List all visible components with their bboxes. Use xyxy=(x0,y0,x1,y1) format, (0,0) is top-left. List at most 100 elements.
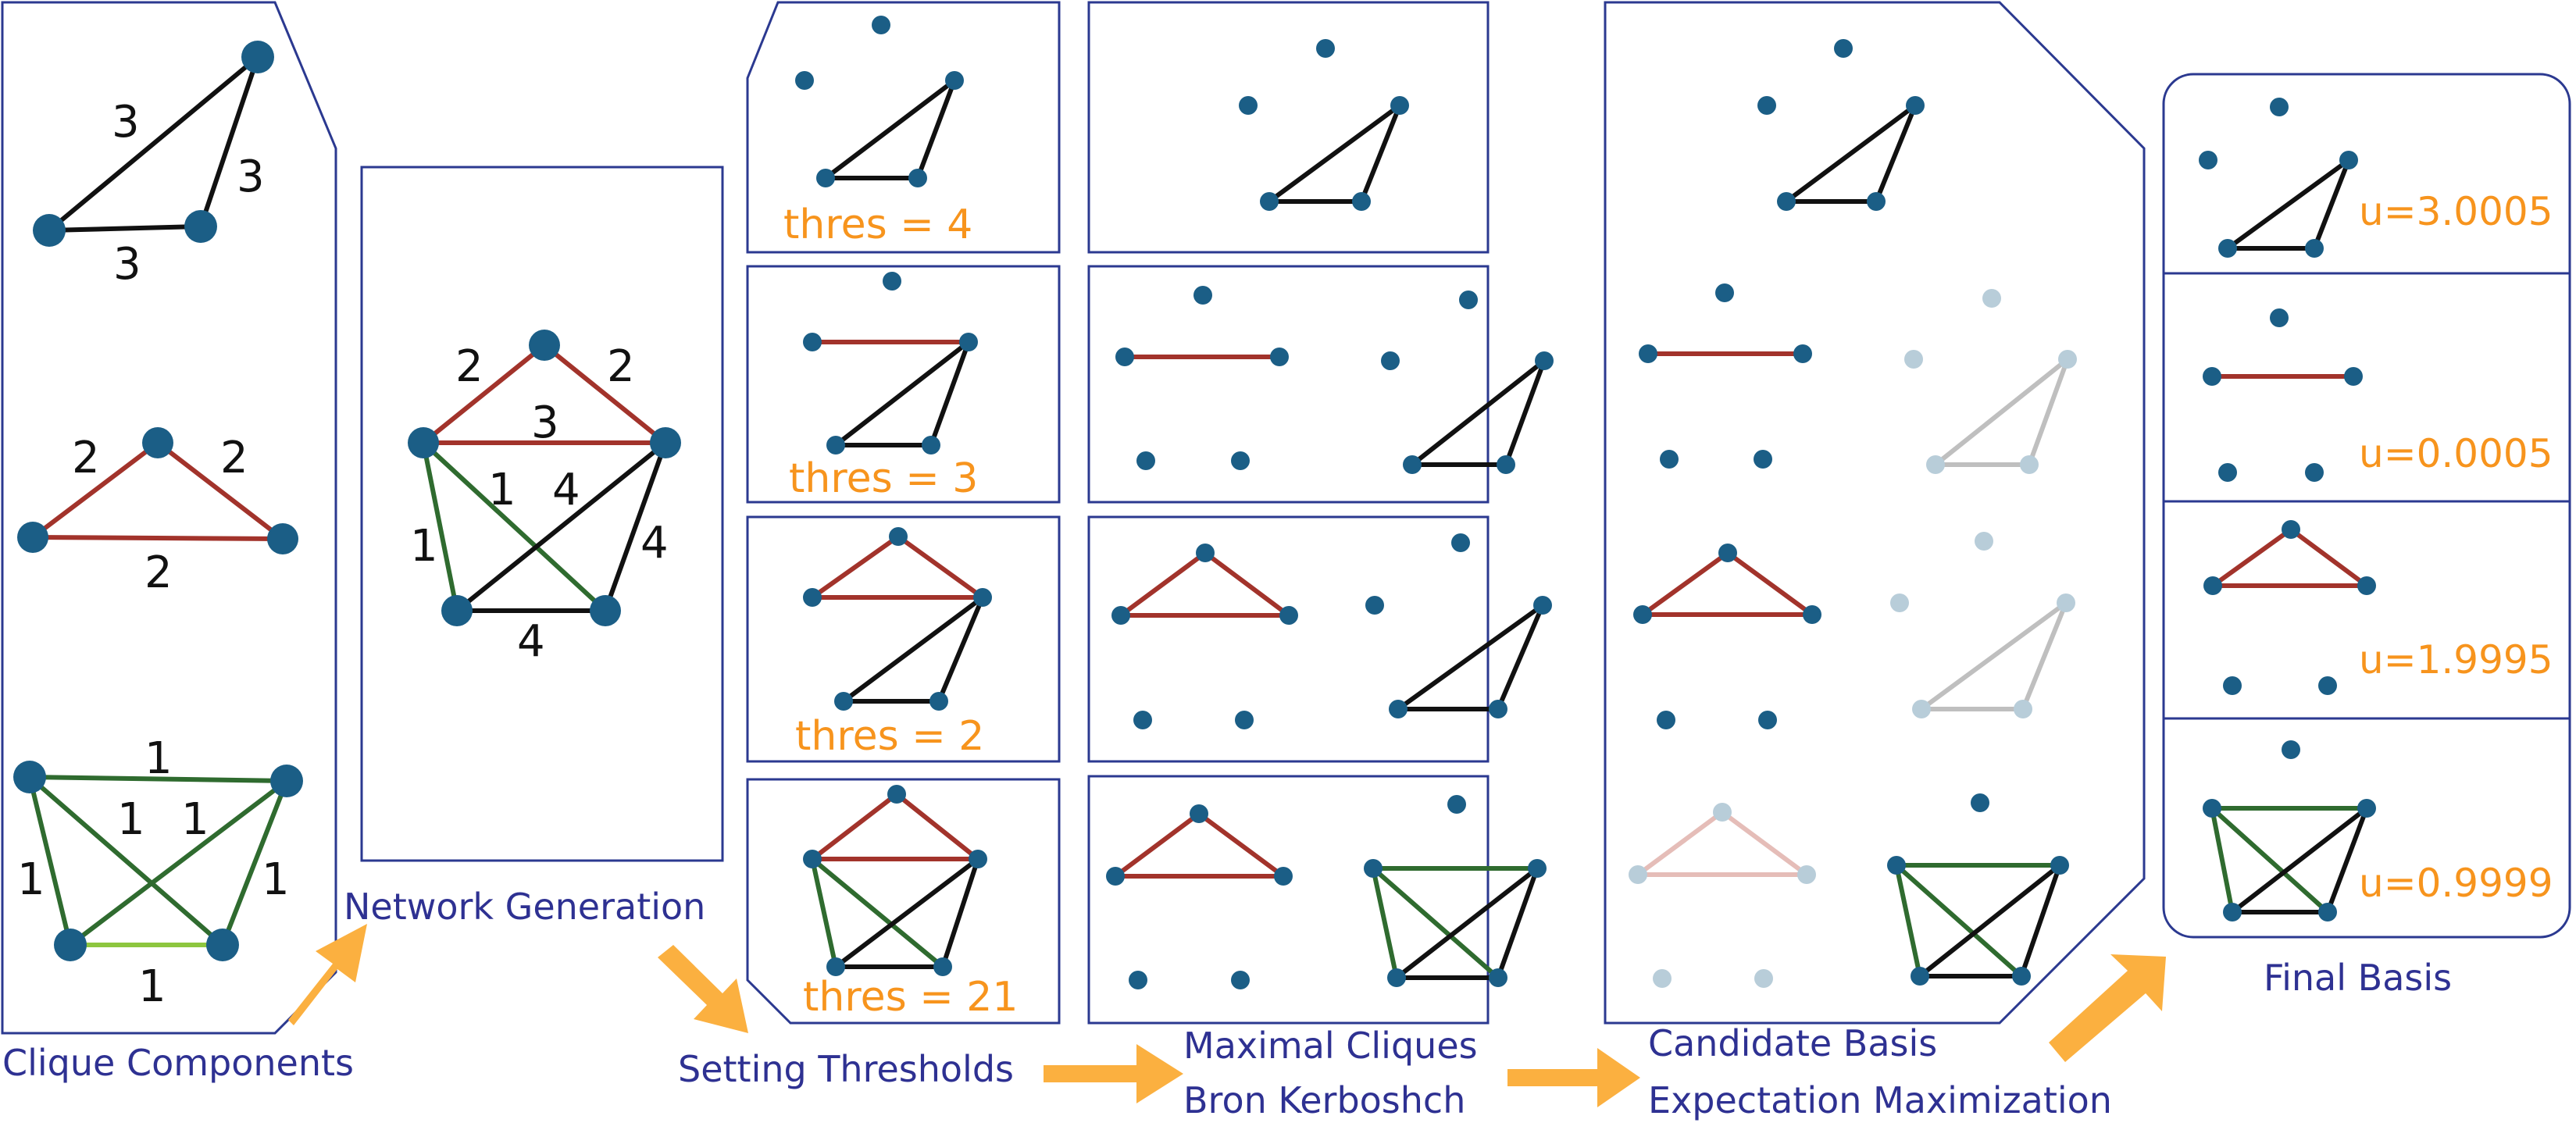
edge xyxy=(1410,358,1547,467)
candidate-basis-graph-1 xyxy=(1757,39,1925,211)
node xyxy=(872,16,890,34)
utility-value: u=3.0005 xyxy=(2359,189,2553,234)
node xyxy=(206,929,239,961)
node xyxy=(1639,344,1657,363)
edge xyxy=(810,857,838,969)
edge xyxy=(1496,866,1540,980)
panel-outlines xyxy=(1,1,2571,1035)
faded-node xyxy=(1975,532,1993,551)
edge xyxy=(155,440,285,541)
maximal-cliques-graph-4 xyxy=(1106,795,1547,989)
edge xyxy=(27,775,225,947)
stage-maximal-cliques: Maximal Cliques xyxy=(1183,1025,1478,1067)
edge xyxy=(421,440,608,613)
maximal-cliques-graph-2 xyxy=(1115,286,1554,474)
node xyxy=(1758,711,1777,729)
edge-weight-label: 3 xyxy=(531,397,559,448)
faded-node xyxy=(1912,700,1931,718)
final-basis-graph-2: u=0.0005 xyxy=(2203,308,2553,482)
node xyxy=(1316,39,1335,58)
stage-setting-thresholds: Setting Thresholds xyxy=(678,1048,1014,1090)
threshold-panel-1 xyxy=(746,1,1061,254)
edge-weight-label: 4 xyxy=(517,616,545,667)
edge xyxy=(1371,866,1399,980)
edge-weight-label: 1 xyxy=(17,854,45,905)
node xyxy=(267,523,298,554)
edge-weight-label: 2 xyxy=(220,433,248,483)
combined-network: 2 2 3 1 4 1 4 4 xyxy=(408,330,681,667)
edge xyxy=(1496,603,1545,711)
node xyxy=(33,214,66,247)
edge xyxy=(823,78,957,180)
edge xyxy=(455,440,668,613)
edge-weight-label: 3 xyxy=(113,239,141,290)
node xyxy=(1111,606,1130,625)
faded-edge xyxy=(2021,601,2068,711)
node xyxy=(803,850,822,868)
edge xyxy=(1640,551,1730,617)
stage-final-basis: Final Basis xyxy=(2264,957,2452,999)
node xyxy=(2199,151,2217,169)
edge xyxy=(2210,806,2330,914)
edge xyxy=(27,775,73,947)
node xyxy=(1489,968,1507,987)
edge xyxy=(1784,103,1918,204)
edge-weight-label: 1 xyxy=(181,794,209,845)
arrow-to-final-basis xyxy=(2049,954,2166,1062)
edge xyxy=(47,55,260,233)
edge-weight-label: 1 xyxy=(117,794,145,845)
edge-weight-label: 2 xyxy=(72,433,100,483)
threshold-graph-4: thres = 21 xyxy=(803,785,1018,1021)
edge xyxy=(1267,103,1402,204)
node xyxy=(54,929,87,961)
node xyxy=(803,588,822,607)
maximal-cliques-panel-1 xyxy=(1087,1,1490,254)
arrow-to-setting-thresholds xyxy=(658,945,748,1033)
edge-weight-label: 3 xyxy=(112,97,140,148)
edge-weight-label: 1 xyxy=(488,465,516,515)
faded-node xyxy=(1653,969,1672,988)
edge xyxy=(810,857,945,969)
node xyxy=(1352,192,1371,211)
node xyxy=(1447,795,1466,814)
final-basis-graph-1: u=3.0005 xyxy=(2199,98,2553,258)
edge xyxy=(542,343,668,445)
edge xyxy=(1203,551,1291,618)
node xyxy=(2203,367,2221,386)
edge xyxy=(220,779,289,947)
edge xyxy=(1504,358,1547,467)
node xyxy=(2357,576,2376,595)
node xyxy=(1129,971,1147,989)
faded-edge xyxy=(1636,810,1725,877)
edge xyxy=(2019,863,2062,979)
edge xyxy=(2230,806,2369,914)
faded-node xyxy=(2058,350,2077,369)
node xyxy=(1196,544,1215,562)
node xyxy=(2223,676,2242,695)
utility-value: u=1.9995 xyxy=(2359,637,2553,683)
node xyxy=(1754,450,1772,469)
arrow-to-maximal-cliques xyxy=(1044,1044,1183,1103)
edge-weight-label: 4 xyxy=(640,518,669,569)
faded-node xyxy=(1713,803,1732,822)
node xyxy=(1715,283,1734,302)
node xyxy=(441,595,473,626)
edge-weight-label: 4 xyxy=(552,465,580,515)
node xyxy=(1390,96,1409,115)
node xyxy=(1459,291,1478,309)
node xyxy=(2305,239,2324,258)
node xyxy=(2318,903,2337,921)
node xyxy=(1793,344,1812,363)
node xyxy=(2203,576,2222,595)
node xyxy=(1136,451,1155,470)
node xyxy=(795,71,814,90)
node xyxy=(1190,804,1208,823)
node xyxy=(1365,596,1384,615)
node xyxy=(1279,606,1298,625)
faded-node xyxy=(1754,969,1773,988)
maximal-cliques-panel-3 xyxy=(1087,515,1490,763)
threshold-label: thres = 21 xyxy=(803,974,1018,1021)
node xyxy=(1133,711,1152,729)
node xyxy=(590,595,621,626)
flow-arrows xyxy=(288,924,2166,1107)
